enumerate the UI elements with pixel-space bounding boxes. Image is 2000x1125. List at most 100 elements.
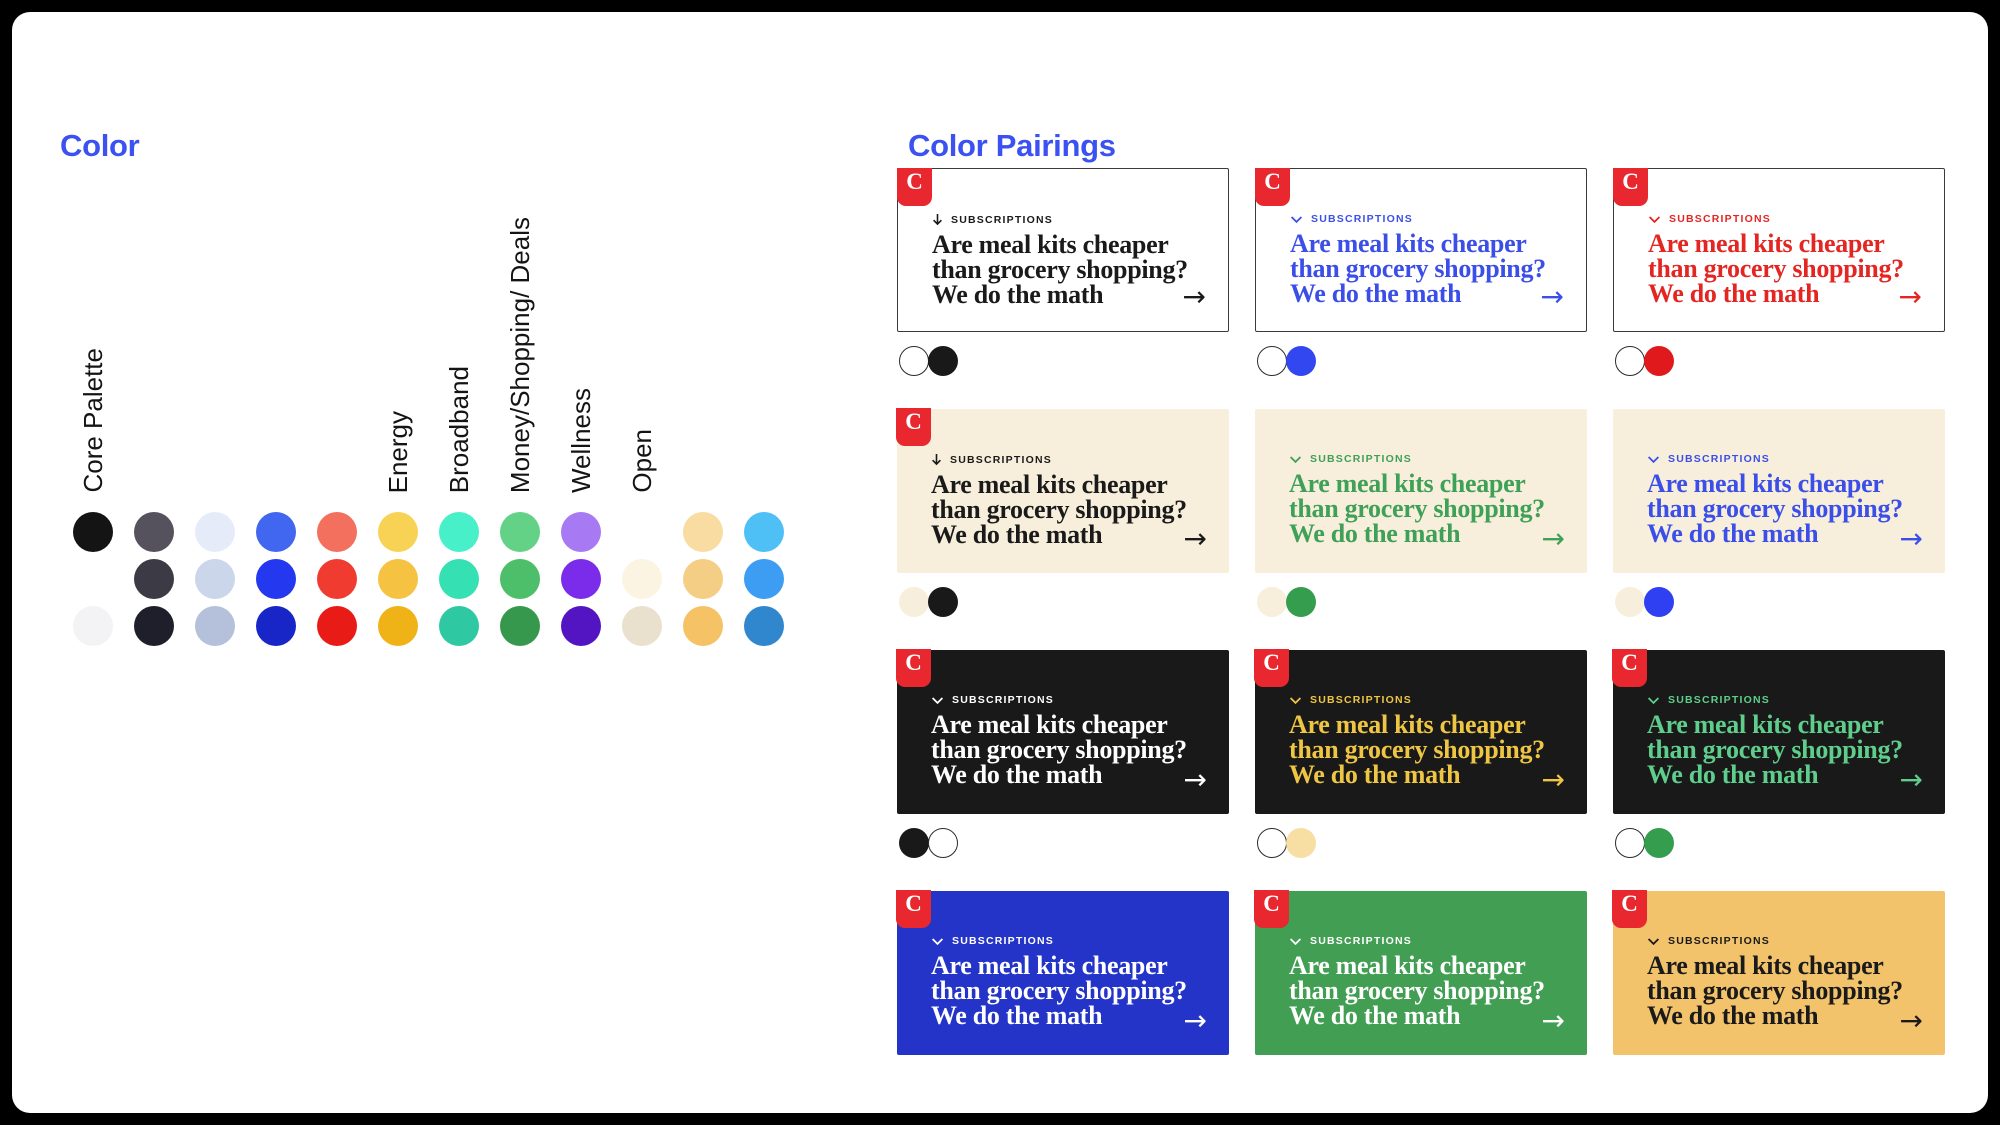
card-headline-line: We do the math [1289, 760, 1461, 789]
color-swatch [561, 512, 601, 552]
card-arrow-icon[interactable]: → [1183, 763, 1207, 796]
color-swatch [683, 606, 723, 646]
card-eyebrow: SUBSCRIPTIONS [1289, 935, 1565, 947]
chevron-down-icon [1647, 455, 1660, 463]
pairing-dots [1613, 586, 1945, 618]
pairings-section-title: Color Pairings [908, 127, 1116, 163]
card-eyebrow-label: SUBSCRIPTIONS [951, 213, 1053, 226]
palette-category-label: Core Palette [78, 348, 108, 493]
pairing-dots [897, 345, 1229, 377]
card-eyebrow-label: SUBSCRIPTIONS [1310, 935, 1412, 947]
pairing-dot [899, 587, 929, 617]
card-headline-line: Are meal kits cheaper [1648, 229, 1885, 258]
brand-logo-letter: C [1621, 650, 1638, 675]
pairing-dot [1644, 587, 1674, 617]
card-eyebrow-label: SUBSCRIPTIONS [950, 453, 1052, 466]
card-arrow-icon[interactable]: → [1898, 280, 1922, 313]
palette-category-label: Open [627, 429, 657, 493]
brand-logo-badge: C [1254, 649, 1289, 687]
card-arrow-icon[interactable]: → [1541, 1004, 1565, 1037]
card-arrow-icon[interactable]: → [1899, 522, 1923, 555]
card-headline-line: than grocery shopping? [932, 255, 1188, 284]
card-headline-line: than grocery shopping? [931, 976, 1187, 1005]
color-swatch [439, 512, 479, 552]
brand-logo-letter: C [1263, 650, 1280, 675]
pairing-dot [1286, 346, 1316, 376]
pairing-dot [1257, 346, 1287, 376]
card-headline-line: We do the math [1648, 279, 1820, 308]
color-swatch [622, 559, 662, 599]
card-arrow-icon[interactable]: → [1182, 280, 1206, 313]
card-arrow-icon[interactable]: → [1899, 1004, 1923, 1037]
brand-logo-letter: C [1264, 169, 1281, 194]
card-arrow-icon[interactable]: → [1899, 763, 1923, 796]
chevron-down-icon [931, 937, 944, 945]
color-swatch [317, 559, 357, 599]
pairing-dot [1286, 587, 1316, 617]
card-headline-line: than grocery shopping? [1289, 735, 1545, 764]
chevron-down-icon [1648, 215, 1661, 223]
pairing-dot [1644, 346, 1674, 376]
color-swatch [134, 606, 174, 646]
brand-logo-badge: C [1255, 168, 1290, 206]
color-swatch [195, 606, 235, 646]
chevron-down-icon [1647, 937, 1660, 945]
brand-logo-badge: C [897, 168, 932, 206]
card-headline-line: Are meal kits cheaper [932, 230, 1169, 259]
color-swatch [256, 606, 296, 646]
card-headline-line: Are meal kits cheaper [1290, 229, 1527, 258]
color-swatch [317, 606, 357, 646]
color-swatch [439, 559, 479, 599]
color-section-title: Color [60, 127, 140, 163]
pairing-dot [928, 828, 958, 858]
card-arrow-icon[interactable]: → [1540, 280, 1564, 313]
card-headline-line: than grocery shopping? [1647, 735, 1903, 764]
color-swatch [744, 512, 784, 552]
card-eyebrow: SUBSCRIPTIONS [931, 453, 1207, 466]
chevron-down-icon [1290, 215, 1303, 223]
brand-logo-badge: C [896, 649, 931, 687]
pairing-dot [1644, 828, 1674, 858]
arrow-down-icon [933, 214, 942, 226]
card-arrow-icon[interactable]: → [1541, 522, 1565, 555]
color-swatch [317, 512, 357, 552]
card-arrow-icon[interactable]: → [1183, 1004, 1207, 1037]
color-swatch [683, 512, 723, 552]
color-swatch [73, 512, 113, 552]
card-arrow-icon[interactable]: → [1183, 522, 1207, 555]
card-arrow-icon[interactable]: → [1541, 763, 1565, 796]
palette-category-label: Money/Shopping/ Deals [505, 216, 535, 493]
color-swatch [500, 606, 540, 646]
color-swatch [195, 512, 235, 552]
pairing-dots [1613, 827, 1945, 859]
card-headline-line: We do the math [1289, 519, 1461, 548]
color-swatch [256, 559, 296, 599]
color-swatch [439, 606, 479, 646]
